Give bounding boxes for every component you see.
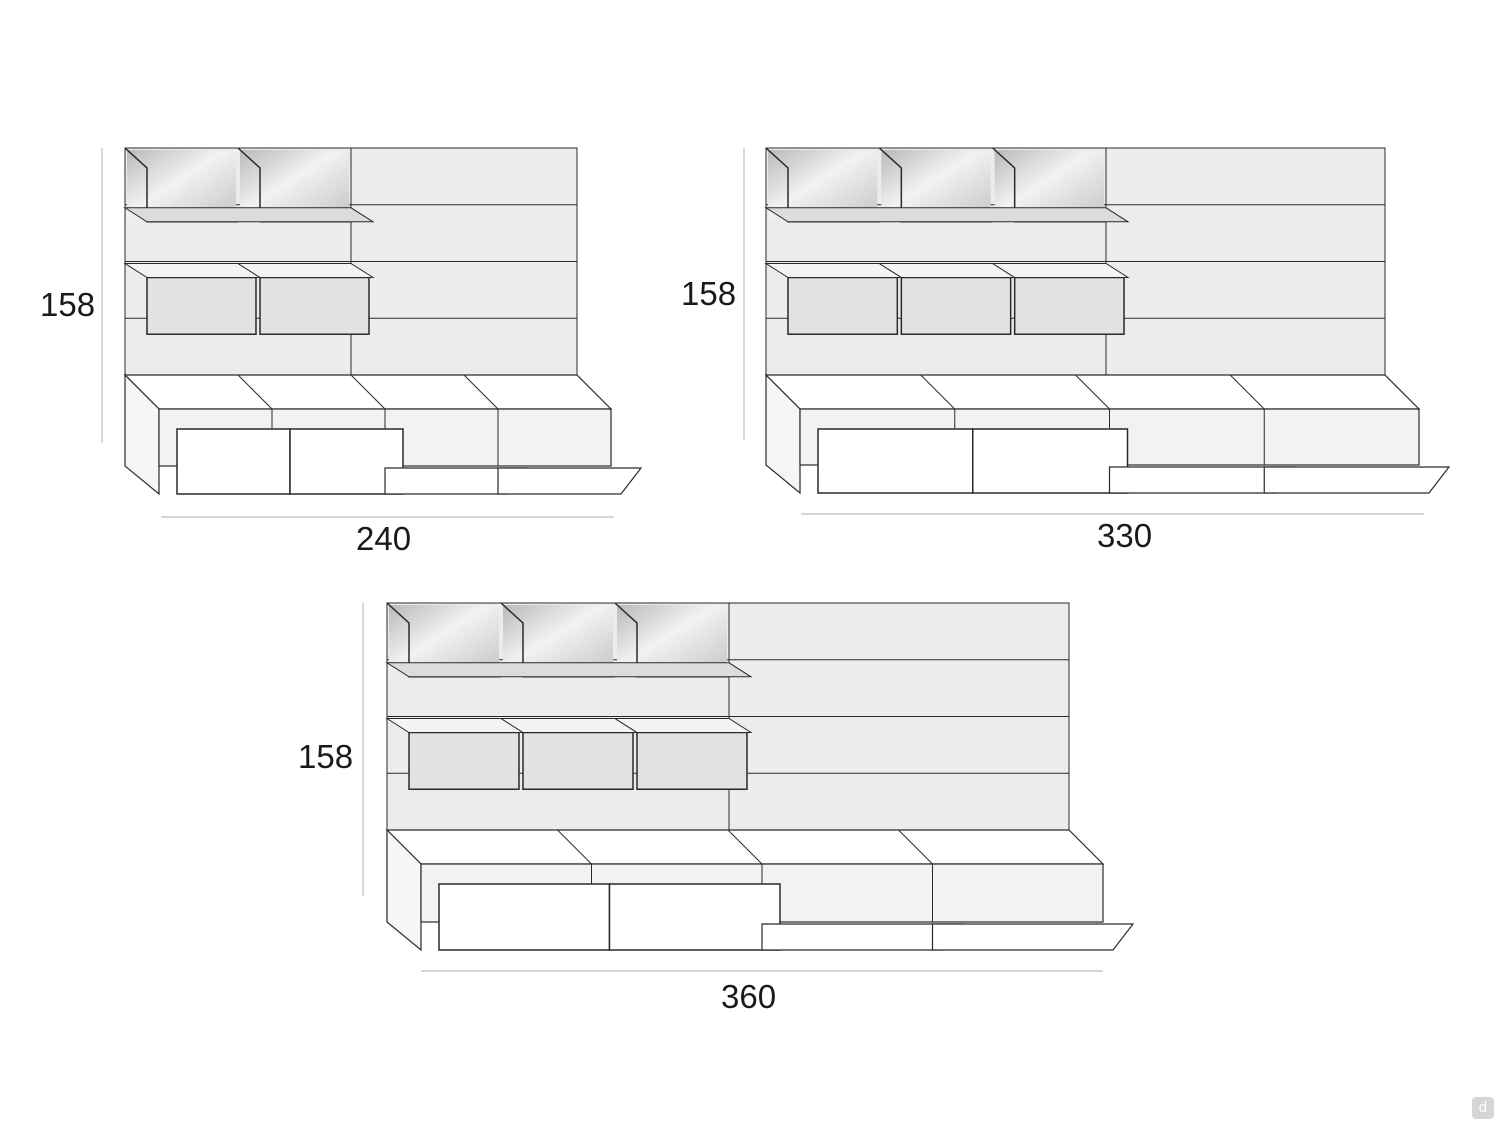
glass-box (787, 276, 899, 335)
glass-box-top (613, 718, 753, 733)
upper-shelf (385, 662, 753, 678)
base-top-joint (463, 374, 499, 410)
glass-box (146, 276, 257, 335)
base-top-joint (1229, 374, 1265, 410)
wall-unit-240 (101, 147, 643, 518)
base-top-joint (727, 829, 763, 865)
flap-drawer (1263, 466, 1451, 494)
base-top-joint (1075, 374, 1110, 410)
glass-box (900, 276, 1012, 335)
glass-box (408, 731, 520, 790)
flap-drawer (497, 467, 643, 495)
width-label-2: 330 (1097, 517, 1153, 554)
width-label-1: 240 (356, 520, 412, 557)
glass-box-top (764, 263, 904, 278)
wall-unit-330 (743, 147, 1451, 515)
height-label-1: 158 (40, 286, 96, 323)
height-label-3: 158 (298, 738, 354, 775)
upper-shelf (764, 207, 1130, 223)
door-front (817, 428, 974, 494)
door-front (972, 428, 1129, 494)
door-front (289, 428, 404, 495)
glass-box-top (385, 718, 525, 733)
base-top-joint (557, 829, 592, 865)
base-side (386, 828, 422, 952)
d-logo-icon: d (1472, 1097, 1494, 1119)
glass-box-top (499, 718, 639, 733)
glass-box (522, 731, 634, 790)
height-label-2: 158 (681, 275, 737, 312)
base-top-joint (237, 374, 273, 410)
glass-box (259, 276, 370, 335)
glass-box-top (877, 263, 1017, 278)
door-front (438, 883, 611, 951)
flap-drawer (931, 923, 1135, 951)
door-front (608, 883, 781, 951)
wall-unit-360 (362, 602, 1135, 972)
upper-shelf (123, 207, 375, 223)
glass-box (636, 731, 748, 790)
base-top-joint (350, 374, 386, 410)
glass-box-top (990, 263, 1130, 278)
door-front (176, 428, 291, 495)
width-label-3: 360 (721, 978, 777, 1015)
glass-box-top (236, 263, 375, 278)
base-side (124, 373, 160, 496)
base-side (765, 373, 801, 495)
glass-box (1013, 276, 1125, 335)
base-top-joint (920, 374, 956, 410)
base-top-joint (898, 829, 933, 865)
glass-box-top (123, 263, 262, 278)
